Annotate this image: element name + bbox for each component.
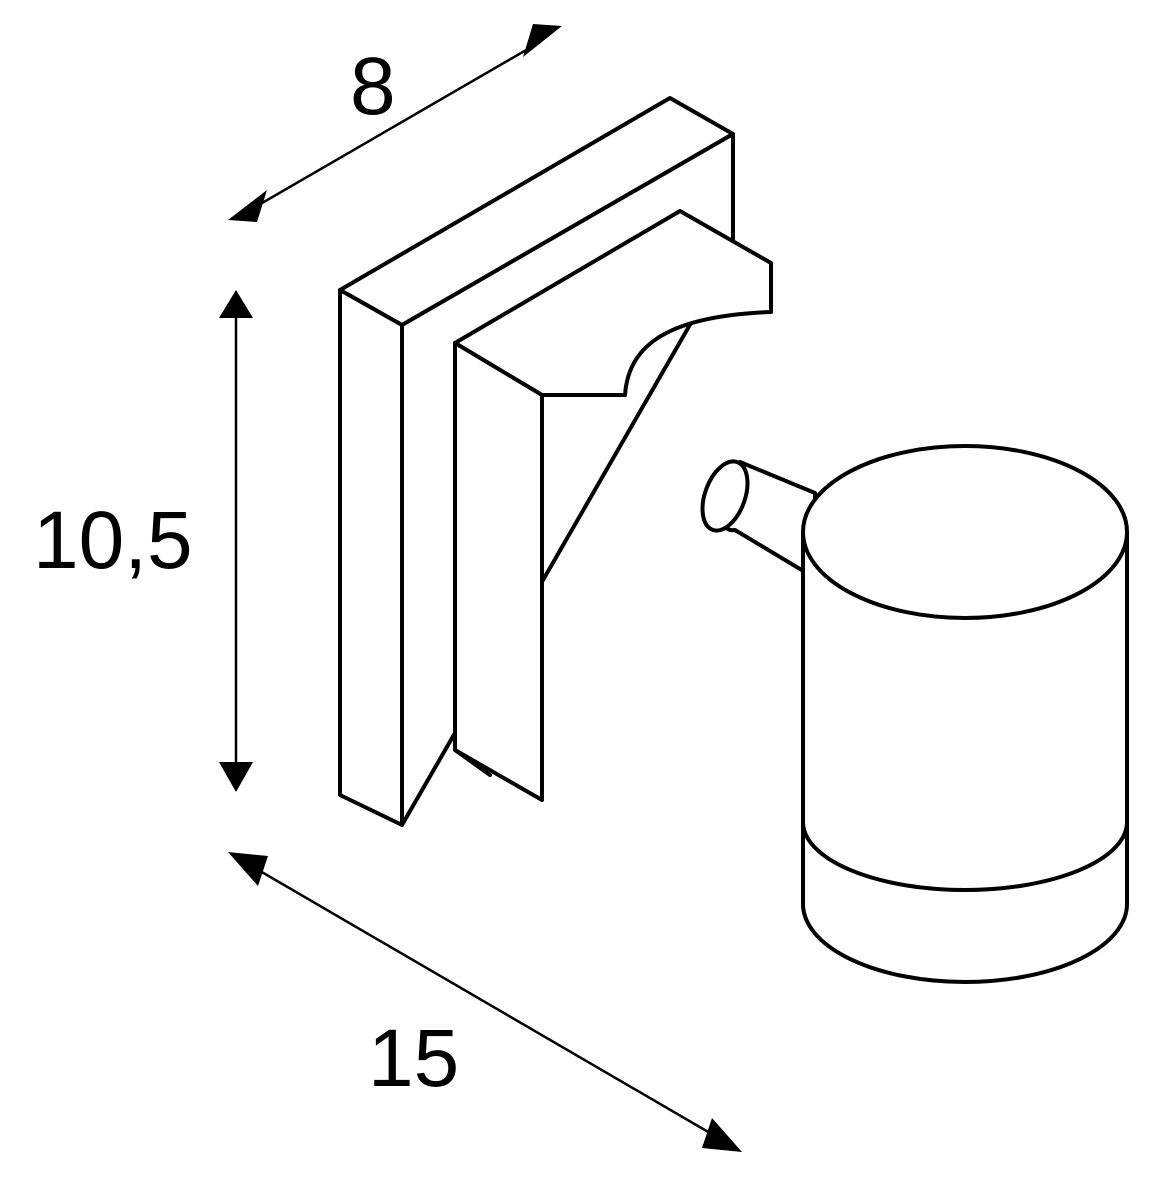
projection-dimension-line: [246, 862, 724, 1142]
mounting-block-top-face: [453, 209, 773, 397]
projection-arrowhead-end: [702, 1118, 742, 1152]
arm-rod-end: [700, 459, 750, 533]
dimension-height: 10,5: [33, 290, 253, 792]
cylinder-body: [801, 530, 1129, 984]
dimension-depth: 8: [228, 24, 562, 222]
projection-dimension-label: 15: [368, 1013, 459, 1104]
mounting-block-front-face: [453, 341, 544, 802]
depth-dimension-label: 8: [350, 41, 396, 132]
height-arrowhead-bottom: [219, 762, 253, 792]
cylinder-lens-ring: [801, 820, 1129, 892]
height-arrowhead-top: [219, 290, 253, 318]
cylinder-top-face: [801, 444, 1129, 620]
dimension-projection: 15: [228, 852, 742, 1152]
wall-plate-front-face: [338, 288, 404, 827]
mounting-block: [453, 209, 773, 802]
projection-arrowhead-start: [228, 852, 268, 886]
depth-dimension-line: [248, 40, 542, 212]
spotlight-head: [801, 444, 1129, 984]
height-dimension-label: 10,5: [33, 495, 193, 586]
depth-arrowhead-end: [523, 24, 562, 57]
mounting-block-base-edge: [453, 748, 492, 777]
spotlight-arm: [700, 459, 817, 580]
depth-arrowhead-start: [228, 190, 267, 222]
